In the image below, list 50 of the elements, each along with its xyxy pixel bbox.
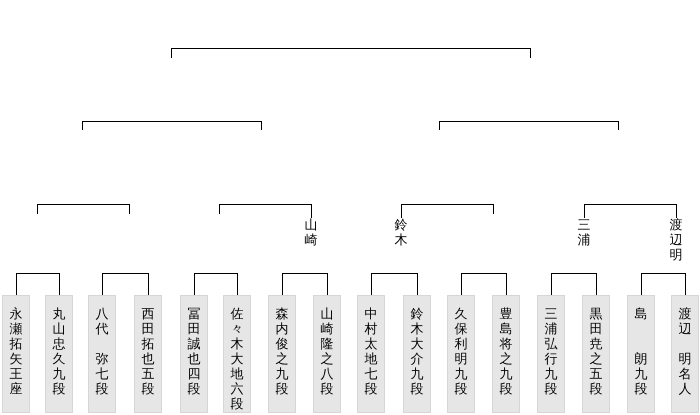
player-name: 山崎隆之八段 (320, 307, 334, 397)
bracket-line (282, 273, 328, 296)
player-name: 西田拓也五段 (141, 307, 155, 397)
bracket-line (641, 273, 686, 296)
player-box (403, 295, 431, 413)
player-name: 鈴木大介九段 (410, 307, 424, 397)
player-name: 永瀬拓矢王座 (9, 307, 23, 397)
player-box (180, 295, 208, 413)
player-box (357, 295, 385, 413)
player-box (537, 295, 565, 413)
winner-name: 山崎 (304, 218, 318, 248)
player-name: 八代 (95, 307, 109, 337)
bracket-line (461, 273, 507, 296)
player-box (627, 295, 655, 413)
player-name: 朗九段 (634, 352, 648, 397)
bracket-line (401, 204, 494, 218)
bracket-line (551, 273, 597, 296)
player-box (313, 295, 341, 413)
player-name: 島 (634, 307, 648, 322)
bracket-line (584, 204, 677, 218)
player-name: 渡辺 (678, 307, 692, 337)
player-box (268, 295, 296, 413)
player-name: 丸山忠久九段 (52, 307, 66, 397)
player-box (582, 295, 610, 413)
player-box (134, 295, 162, 413)
bracket-line (102, 273, 149, 296)
bracket-line (16, 273, 60, 296)
player-name: 佐々木大地六段 (230, 307, 244, 412)
player-box (223, 295, 251, 413)
player-name: 森内俊之九段 (275, 307, 289, 397)
player-name: 弥七段 (95, 352, 109, 397)
bracket-line (194, 273, 238, 296)
winner-name: 渡辺明 (670, 218, 682, 263)
player-name: 黒田尭之五段 (589, 307, 603, 397)
player-name: 中村太地七段 (364, 307, 378, 397)
winner-name: 三浦 (578, 218, 590, 248)
player-box (45, 295, 73, 413)
player-name: 豊島将之九段 (499, 307, 513, 397)
player-box (671, 295, 699, 413)
bracket-line (371, 273, 418, 296)
player-box (2, 295, 30, 413)
winner-name: 鈴木 (394, 218, 408, 248)
bracket-line (219, 204, 312, 218)
player-name: 明名人 (678, 352, 692, 397)
player-name: 久保利明九段 (454, 307, 468, 397)
player-name: 三浦弘行九段 (544, 307, 558, 397)
player-box (447, 295, 475, 413)
player-box (88, 295, 116, 413)
player-box (492, 295, 520, 413)
player-name: 冨田誠也四段 (187, 307, 201, 397)
